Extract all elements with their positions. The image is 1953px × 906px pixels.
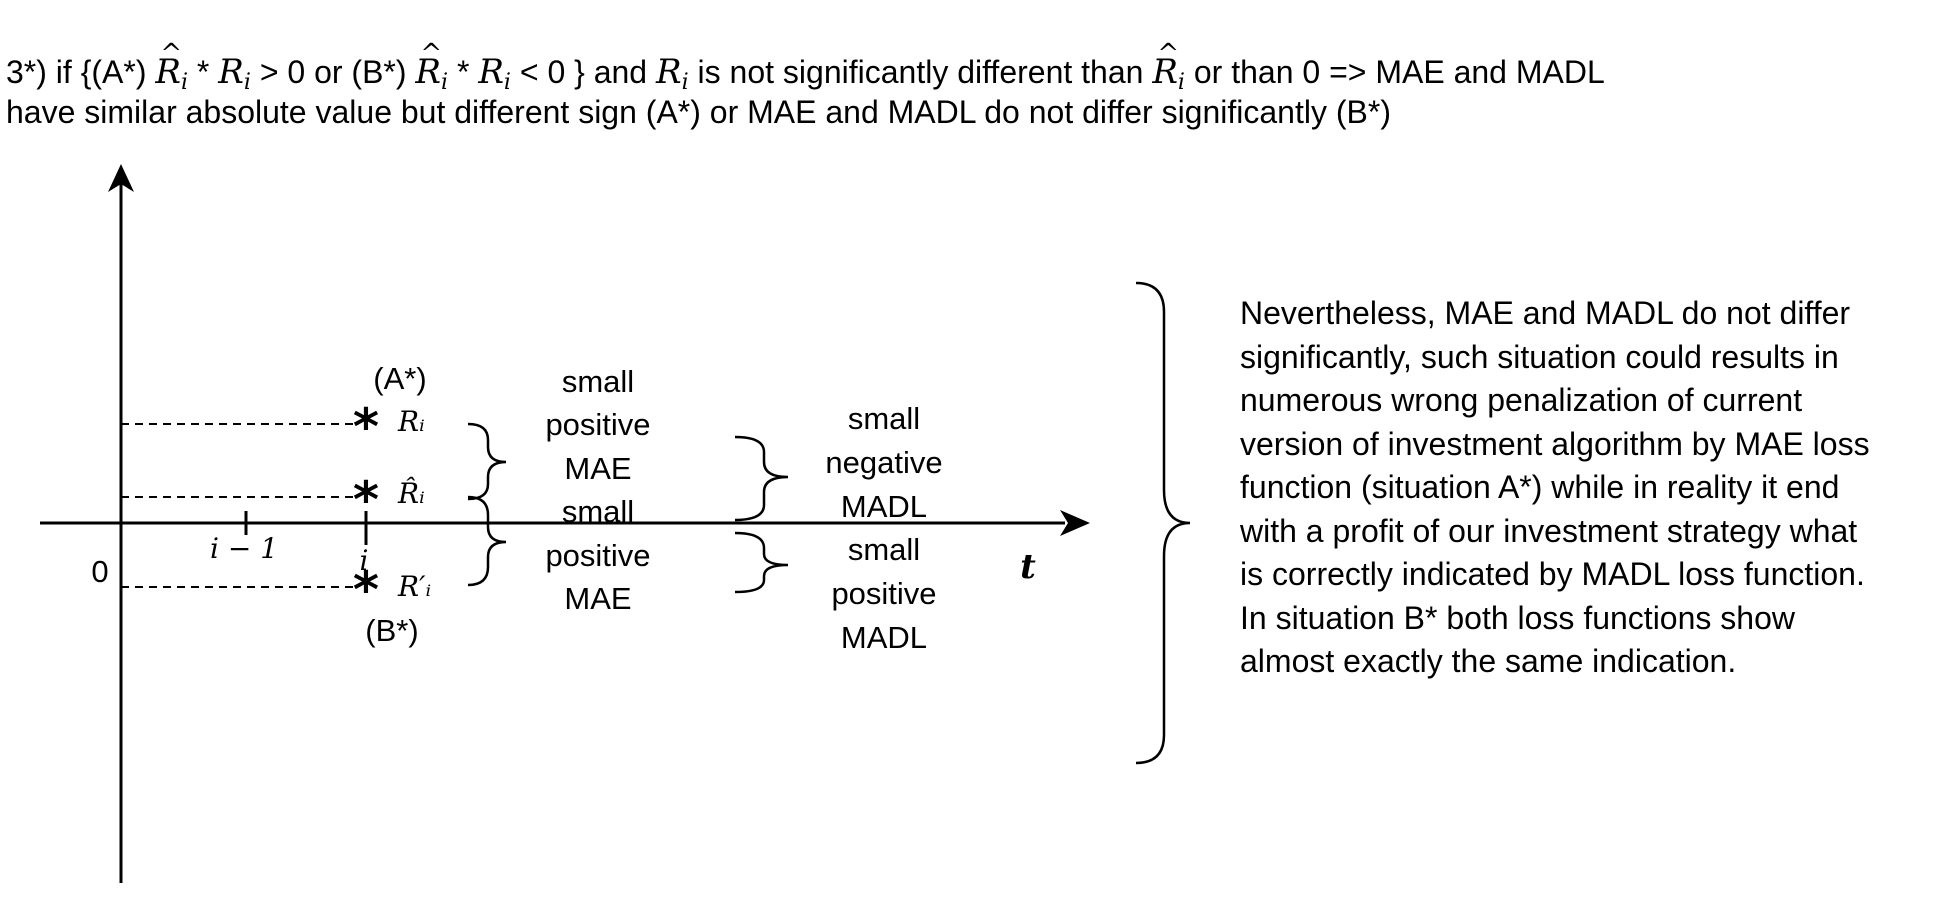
lower-mae-line-1: small [562, 494, 634, 529]
lower-madl-line-3: MADL [841, 620, 927, 655]
condition-line-2: have similar absolute value but differen… [6, 94, 1391, 130]
x-axis-arrow [1060, 510, 1090, 536]
r-symbol: Ri [478, 52, 511, 95]
condition-header: 3*) if {(A*) Ri * Ri > 0 or (B*) Ri * Ri… [6, 34, 1946, 132]
tick-label-i-minus-1: i − 1 [210, 532, 278, 565]
label-r-hat-i: R̂ᵢ [397, 477, 425, 510]
upper-mae-line-1: small [562, 364, 634, 399]
bracket-lower-mae [467, 495, 507, 587]
y-axis-arrow [108, 164, 134, 192]
upper-madl-line-3: MADL [841, 489, 927, 524]
label-r-i: Rᵢ [397, 405, 425, 438]
star-marker-r-prime: * [353, 561, 379, 619]
label-r-prime-i: R′ᵢ [397, 570, 431, 603]
r-hat-symbol: Ri [155, 34, 188, 94]
upper-mae-line-3: MAE [564, 451, 631, 486]
tick-label-i: i [360, 544, 369, 577]
explanation-note: Nevertheless, MAE and MADL do not differ… [1240, 295, 1870, 679]
case-b-label: (B*) [365, 613, 418, 648]
bracket-upper-mae [467, 422, 507, 501]
bracket-summary [1135, 281, 1191, 765]
lower-madl-line-1: small [848, 532, 920, 567]
bracket-upper-madl [734, 435, 789, 522]
star-marker-r: * [353, 398, 379, 456]
r-symbol: Ri [218, 52, 251, 95]
lower-mae-line-2: positive [545, 538, 650, 573]
star-marker-r-hat: * [353, 471, 379, 529]
lower-mae-line-3: MAE [564, 581, 631, 616]
r-hat-symbol: Ri [1152, 34, 1185, 94]
upper-mae-line-2: positive [545, 407, 650, 442]
condition-line-1: 3*) if {(A*) Ri * Ri > 0 or (B*) Ri * Ri… [6, 34, 1946, 95]
lower-madl-line-2: positive [831, 576, 936, 611]
r-symbol: Ri [655, 52, 689, 95]
upper-madl-line-1: small [848, 401, 920, 436]
r-hat-symbol: Ri [415, 34, 448, 94]
bracket-lower-madl [734, 531, 789, 594]
origin-label: 0 [91, 554, 108, 589]
case-a-label: (A*) [373, 361, 426, 396]
upper-madl-line-2: negative [825, 445, 942, 480]
x-axis-label: t [1020, 547, 1036, 587]
